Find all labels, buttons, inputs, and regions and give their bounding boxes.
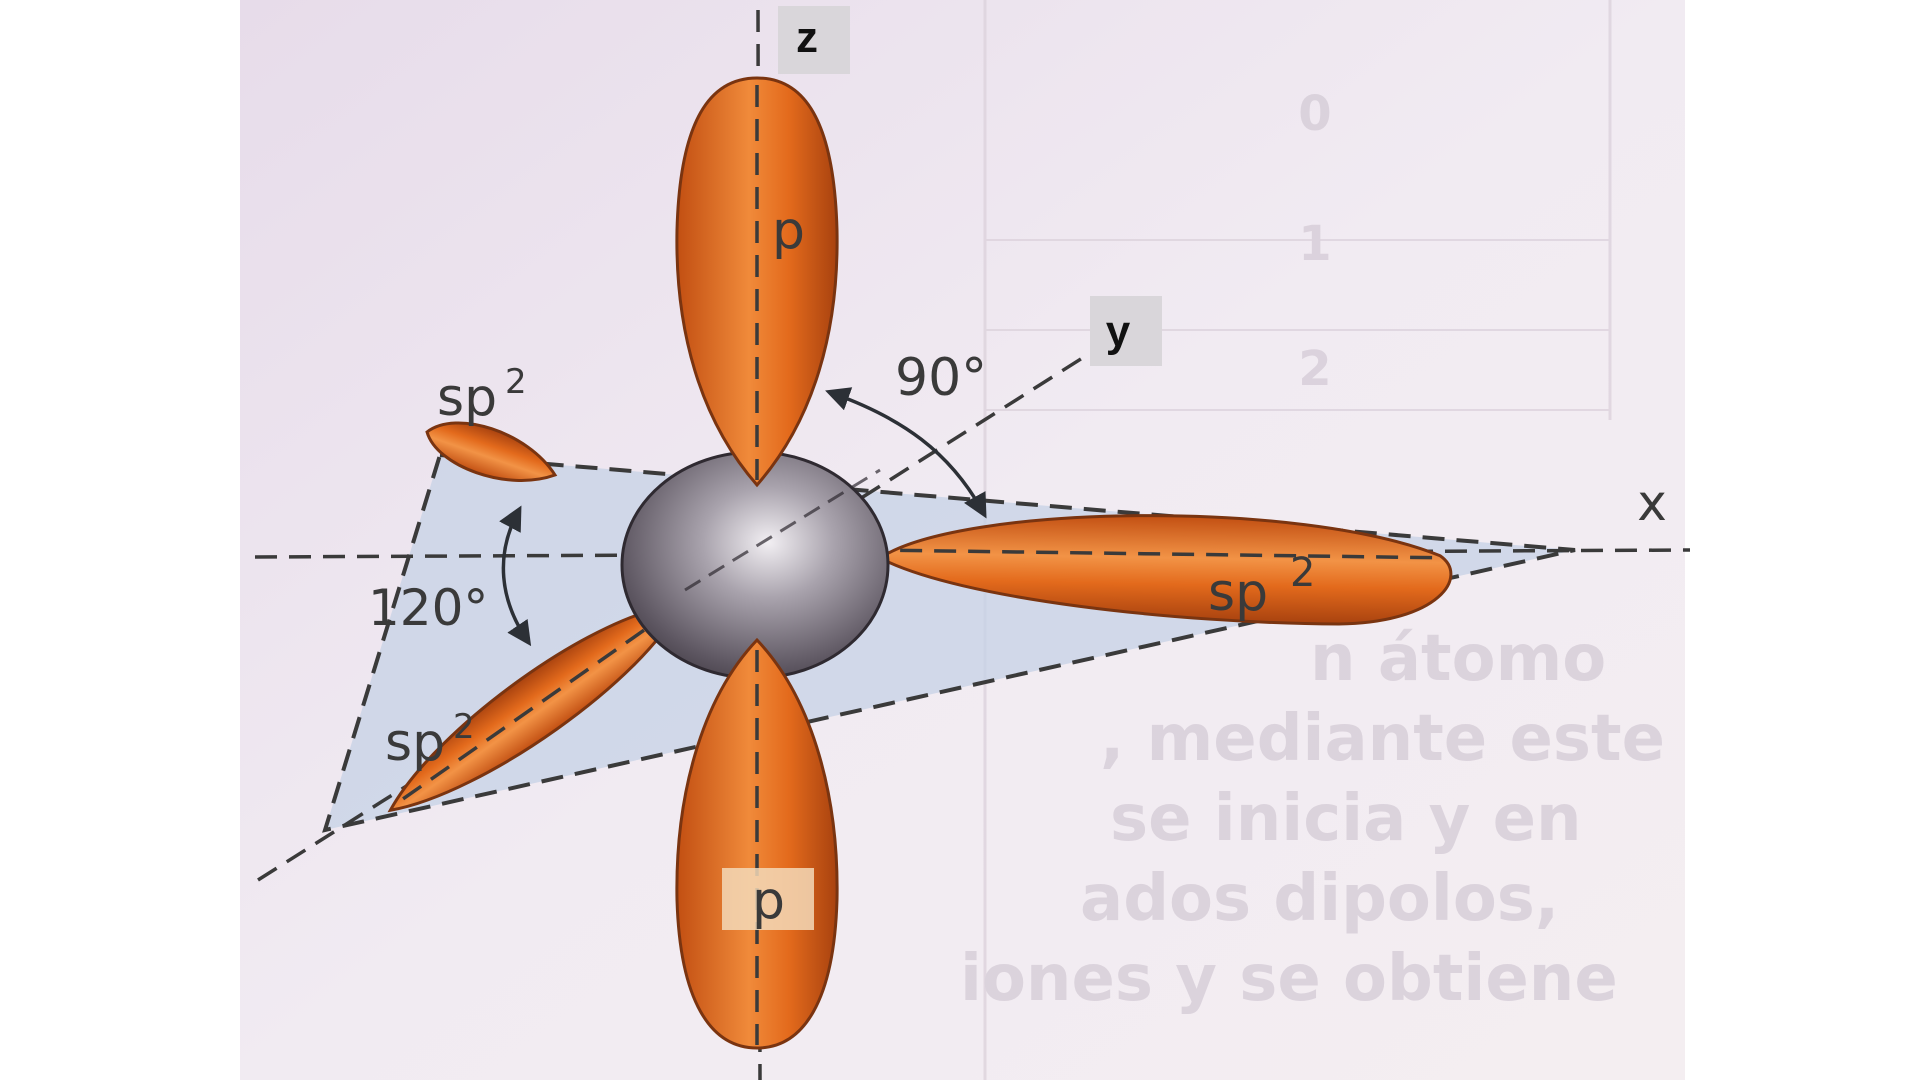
p-lobe-top: [675, 76, 839, 488]
label-sp-text: sp: [385, 713, 445, 773]
angle-arrow-90: [825, 387, 987, 519]
axis-label-z: z: [796, 13, 818, 62]
label-sp2-right: sp 2: [1208, 550, 1315, 623]
p-lobe-bottom: [675, 637, 839, 1050]
label-superscript: 2: [505, 362, 527, 402]
bg-line-5: iones y se obtiene: [960, 942, 1618, 1016]
sp2-lobe-left-upper: [425, 421, 558, 482]
z-tag-box: [778, 6, 850, 74]
axis-label-y: y: [1106, 307, 1131, 356]
label-p-top: p: [772, 201, 805, 261]
bg-line-4: ados dipolos,: [1080, 862, 1559, 936]
y-tag-box: [1090, 296, 1162, 366]
angle-label-90: 90°: [895, 348, 987, 408]
label-p-bottom: p: [752, 871, 785, 931]
sp2-lobe-left-lower: [387, 603, 683, 813]
axis-label-x: x: [1637, 474, 1667, 532]
background-page-content: 0 1 2 n átomo , mediante este se inicia …: [960, 0, 1665, 1080]
sp2-lobe-right: [877, 514, 1453, 626]
angle-arrow-120: [499, 505, 532, 647]
bg-table-value-1: 1: [1298, 216, 1331, 272]
bg-line-1: n átomo: [1310, 622, 1606, 696]
bg-line-2: , mediante este: [1100, 702, 1665, 776]
label-sp-text: sp: [1208, 563, 1268, 623]
label-patch: [722, 868, 814, 930]
bg-table-value-0: 0: [1298, 86, 1331, 142]
label-superscript: 2: [453, 707, 475, 747]
label-sp2-left-lower: sp 2: [385, 707, 475, 773]
angle-label-120: 120°: [368, 579, 488, 637]
bg-table-value-2: 2: [1298, 341, 1331, 397]
label-sp-text: sp: [437, 368, 497, 428]
label-superscript: 2: [1290, 550, 1315, 596]
bg-line-3: se inicia y en: [1110, 782, 1582, 856]
label-sp2-left-upper: sp 2: [437, 362, 527, 428]
